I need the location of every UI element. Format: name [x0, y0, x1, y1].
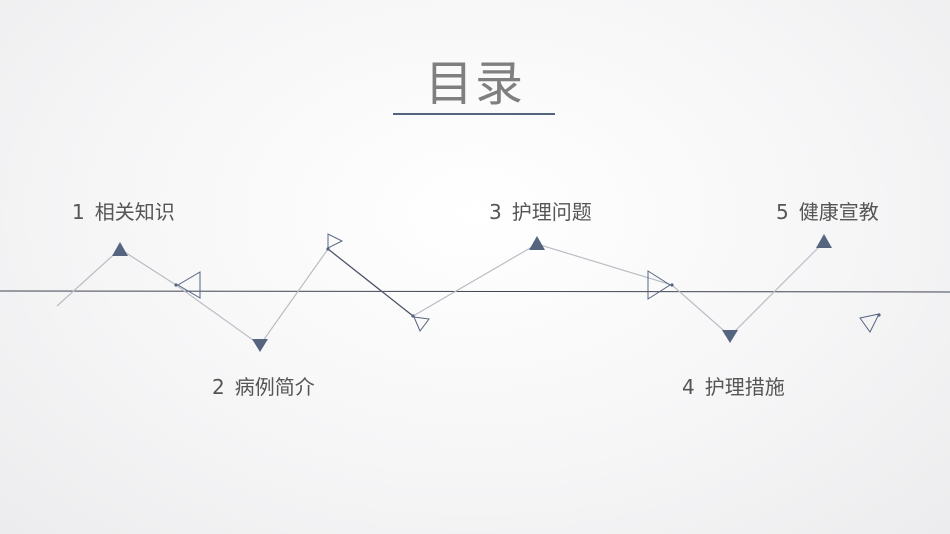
toc-item-1[interactable]: 1 相关知识: [72, 196, 175, 225]
toc-item-4[interactable]: 4 护理措施: [682, 371, 785, 400]
marker-triangle-1: [112, 242, 128, 256]
horizontal-axis-line: [0, 290, 950, 293]
marker-triangle-3: [529, 236, 545, 250]
toc-item-3[interactable]: 3 护理问题: [489, 196, 592, 225]
toc-item-2[interactable]: 2 病例简介: [212, 371, 315, 400]
toc-item-label: 护理措施: [704, 375, 785, 399]
toc-item-label: 病例简介: [234, 375, 315, 399]
outline-triangle: [859, 313, 880, 333]
toc-item-number: 4: [682, 375, 695, 399]
title-underline: [393, 113, 555, 115]
page-title: 目录: [424, 56, 525, 112]
marker-triangle-4: [722, 330, 738, 343]
zigzag-line: [56, 241, 825, 346]
marker-triangle-5: [816, 234, 832, 248]
outline-triangle: [327, 233, 344, 249]
toc-item-number: 3: [489, 200, 502, 224]
toc-item-label: 相关知识: [94, 200, 175, 224]
marker-triangle-2: [252, 339, 268, 352]
toc-item-number: 1: [72, 200, 85, 224]
node-dot: [670, 283, 674, 287]
outline-triangle: [177, 271, 201, 299]
outline-triangle: [647, 270, 671, 300]
node-dot: [174, 283, 178, 287]
node-dot: [326, 247, 330, 251]
toc-item-number: 2: [212, 375, 225, 399]
toc-item-label: 护理问题: [511, 200, 592, 224]
toc-item-label: 健康宣教: [798, 200, 879, 224]
toc-item-5[interactable]: 5 健康宣教: [776, 196, 879, 225]
zigzag-dark-segment: [327, 248, 414, 317]
toc-item-number: 5: [776, 200, 789, 224]
outline-triangle: [413, 316, 430, 332]
